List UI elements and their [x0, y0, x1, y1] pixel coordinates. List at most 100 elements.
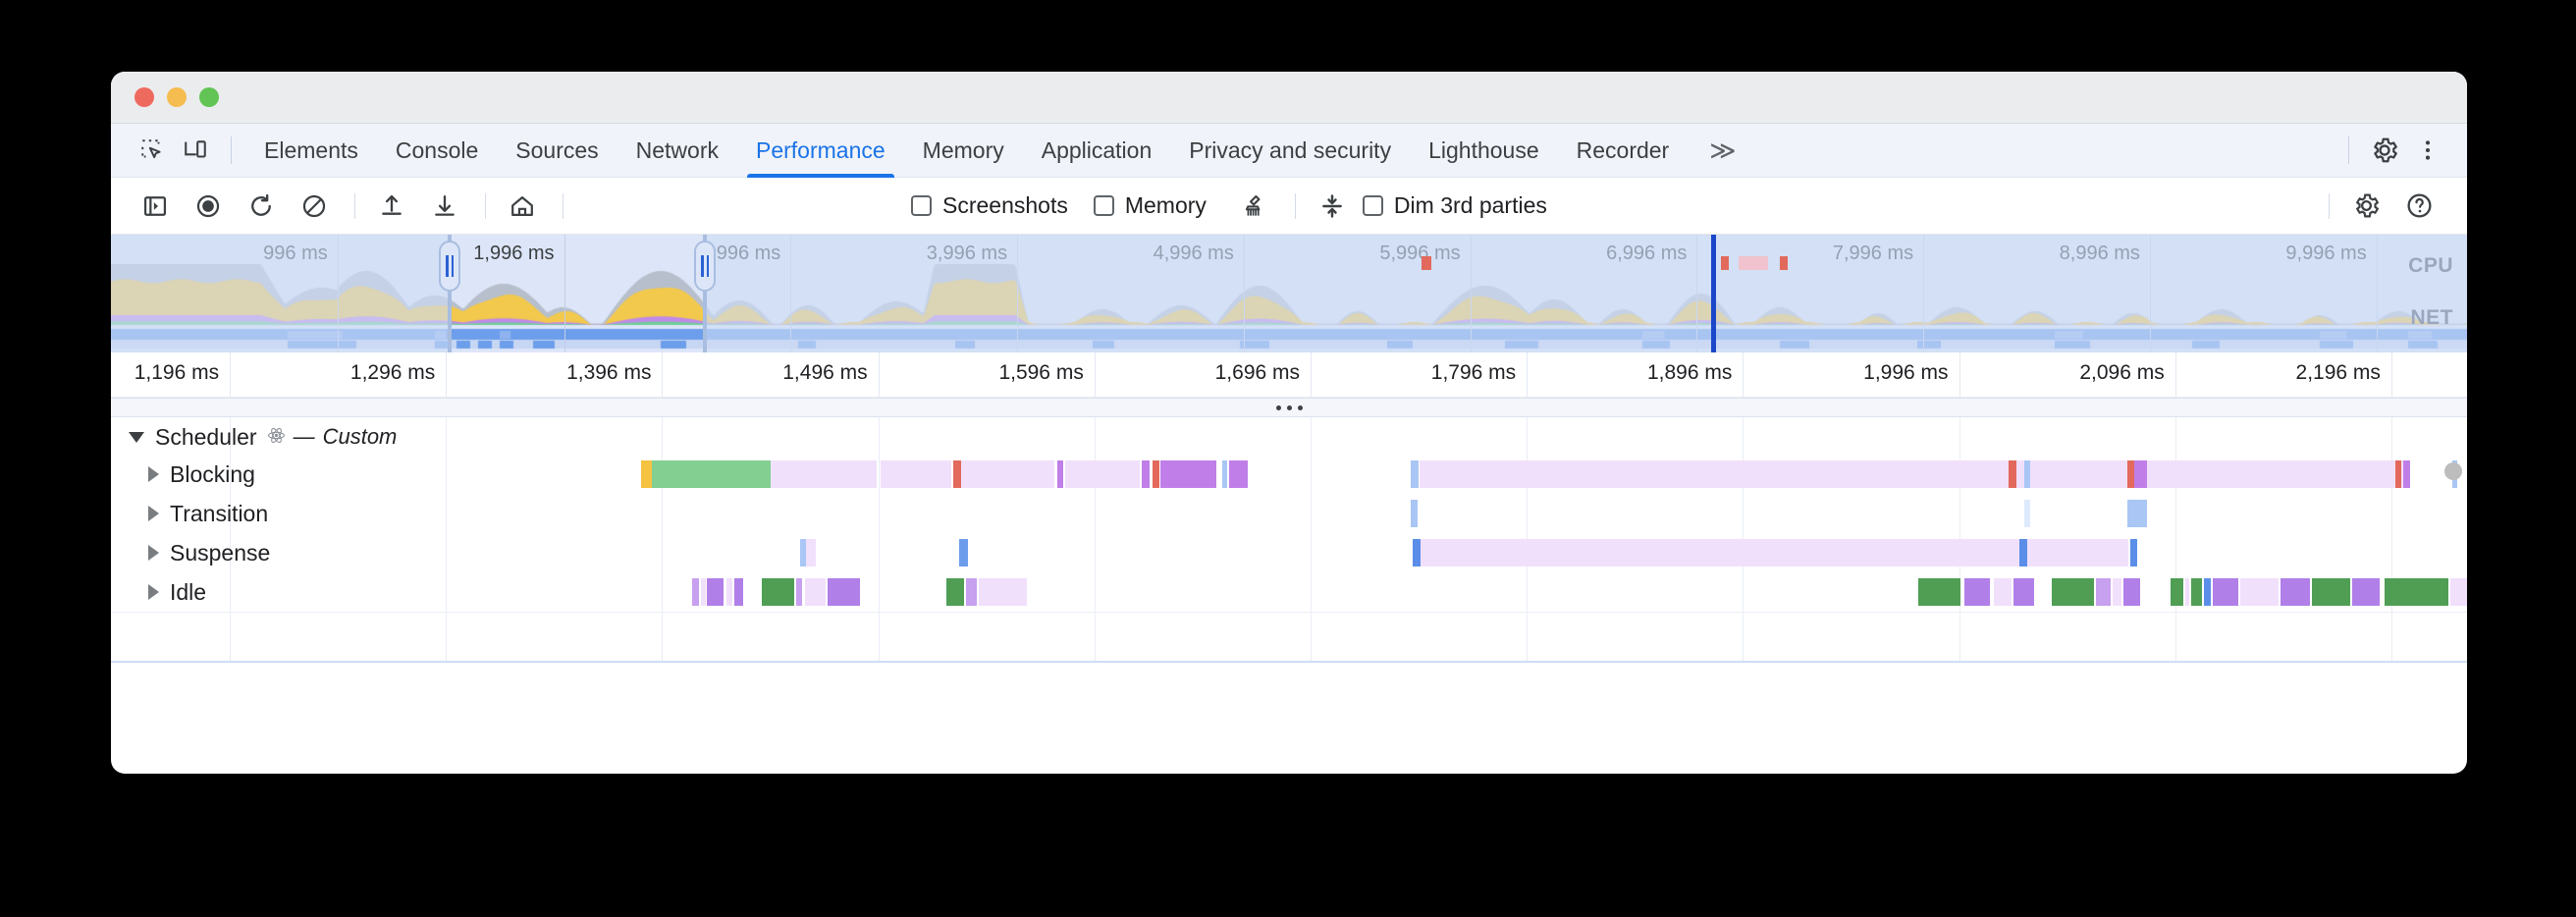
flame-bar[interactable]: [652, 460, 771, 488]
screenshots-checkbox[interactable]: Screenshots: [911, 192, 1068, 219]
flame-bar[interactable]: [2019, 539, 2027, 566]
flame-bar[interactable]: [1411, 460, 1419, 488]
flame-bar[interactable]: [795, 578, 803, 606]
flame-bar[interactable]: [1056, 460, 1064, 488]
flame-bar[interactable]: [805, 539, 817, 566]
pane-resize-handle[interactable]: [111, 398, 2467, 417]
flame-chart[interactable]: Scheduler — Custom Blocking: [111, 417, 2467, 712]
help-icon[interactable]: [2396, 185, 2442, 228]
gear-icon[interactable]: [2363, 129, 2406, 172]
timeline-overview[interactable]: 996 ms1,996 ms2,996 ms3,996 ms4,996 ms5,…: [111, 235, 2467, 352]
flame-bar[interactable]: [707, 578, 724, 606]
flame-bar[interactable]: [978, 578, 1028, 606]
track-header-blocking[interactable]: Blocking: [111, 455, 255, 494]
flame-bar[interactable]: [2096, 578, 2112, 606]
flame-bar[interactable]: [965, 578, 977, 606]
kebab-menu-icon[interactable]: [2406, 129, 2449, 172]
device-toolbar-icon[interactable]: [174, 129, 217, 172]
tab-performance[interactable]: Performance: [737, 124, 904, 178]
flame-bar[interactable]: [2009, 460, 2016, 488]
flame-row-idle[interactable]: Idle: [111, 572, 2467, 612]
flame-bar[interactable]: [1964, 578, 1990, 606]
flame-row-blocking[interactable]: Blocking: [111, 455, 2467, 494]
group-header-scheduler[interactable]: Scheduler — Custom: [111, 417, 397, 457]
flame-bar[interactable]: [725, 578, 733, 606]
flame-bar[interactable]: [1917, 578, 1960, 606]
collapse-expand-icon[interactable]: [1310, 185, 1355, 228]
tab-lighthouse[interactable]: Lighthouse: [1410, 124, 1558, 178]
flame-bar[interactable]: [946, 578, 964, 606]
record-button[interactable]: [186, 185, 231, 228]
flame-bar[interactable]: [1411, 500, 1418, 527]
flame-bar[interactable]: [2170, 578, 2183, 606]
overview-playhead[interactable]: [1711, 235, 1716, 352]
toggle-sidebar-button[interactable]: [133, 185, 178, 228]
close-window-icon[interactable]: [134, 87, 154, 107]
flame-bar[interactable]: [800, 539, 806, 566]
tab-recorder[interactable]: Recorder: [1558, 124, 1689, 178]
overview-window-left-edge[interactable]: [448, 235, 452, 352]
track-header-suspense[interactable]: Suspense: [111, 533, 270, 572]
overview-window-left-handle[interactable]: [439, 241, 460, 292]
clear-button[interactable]: [292, 185, 337, 228]
flame-bar[interactable]: [961, 460, 1055, 488]
flame-bar[interactable]: [1419, 460, 2406, 488]
flame-bar[interactable]: [828, 578, 860, 606]
maximize-window-icon[interactable]: [199, 87, 219, 107]
flame-bar[interactable]: [952, 460, 962, 488]
flame-bar[interactable]: [2280, 578, 2311, 606]
track-header-idle[interactable]: Idle: [111, 572, 206, 612]
inspect-element-icon[interactable]: [131, 129, 174, 172]
flame-bar[interactable]: [1160, 460, 1216, 488]
flame-row-transition[interactable]: Transition: [111, 494, 2467, 533]
tab-network[interactable]: Network: [617, 124, 737, 178]
flame-bar[interactable]: [1413, 539, 1422, 566]
flame-bar[interactable]: [2051, 578, 2094, 606]
flame-bar[interactable]: [2312, 578, 2351, 606]
overview-window-right-edge[interactable]: [703, 235, 707, 352]
flame-bar[interactable]: [2023, 460, 2031, 488]
flame-bar[interactable]: [2352, 578, 2381, 606]
capture-settings-gear-icon[interactable]: [2343, 185, 2388, 228]
flame-bar[interactable]: [2023, 500, 2031, 527]
flame-bar[interactable]: [734, 578, 743, 606]
tab-sources[interactable]: Sources: [497, 124, 617, 178]
flame-bar[interactable]: [641, 460, 653, 488]
flame-bar[interactable]: [762, 578, 794, 606]
flame-bar[interactable]: [2133, 460, 2147, 488]
overview-window-right-handle[interactable]: [694, 241, 716, 292]
reload-and-record-button[interactable]: [239, 185, 284, 228]
chevron-down-icon[interactable]: [129, 431, 144, 443]
flame-bar[interactable]: [2449, 578, 2467, 606]
flame-bar[interactable]: [959, 539, 968, 566]
flame-bar[interactable]: [700, 578, 707, 606]
flame-bar[interactable]: [2239, 578, 2279, 606]
flame-bar[interactable]: [1152, 460, 1160, 488]
flame-bar[interactable]: [2384, 578, 2448, 606]
more-tabs-icon[interactable]: ≫: [1709, 135, 1736, 165]
flame-bar[interactable]: [881, 460, 951, 488]
vertical-scrollbar-thumb[interactable]: [2444, 462, 2462, 480]
home-button[interactable]: [500, 185, 545, 228]
track-header-transition[interactable]: Transition: [111, 494, 268, 533]
flame-bar[interactable]: [2113, 578, 2121, 606]
flame-bar[interactable]: [2129, 539, 2138, 566]
minimize-window-icon[interactable]: [167, 87, 187, 107]
flame-bar[interactable]: [1421, 539, 2129, 566]
flame-bar[interactable]: [2394, 460, 2402, 488]
flame-bar[interactable]: [2012, 578, 2035, 606]
flame-row-scheduler-group[interactable]: Scheduler — Custom: [111, 417, 2467, 457]
flame-row-suspense[interactable]: Suspense: [111, 533, 2467, 572]
load-profile-button[interactable]: [369, 185, 414, 228]
flame-bar[interactable]: [2184, 578, 2190, 606]
flame-bar[interactable]: [2403, 460, 2410, 488]
flame-bar[interactable]: [1994, 578, 2012, 606]
chevron-right-icon[interactable]: [148, 466, 159, 482]
flame-bar[interactable]: [692, 578, 699, 606]
flame-bar[interactable]: [2123, 578, 2141, 606]
flame-bar[interactable]: [2191, 578, 2202, 606]
flame-bar[interactable]: [771, 460, 877, 488]
tab-application[interactable]: Application: [1023, 124, 1171, 178]
chevron-right-icon[interactable]: [148, 506, 159, 521]
